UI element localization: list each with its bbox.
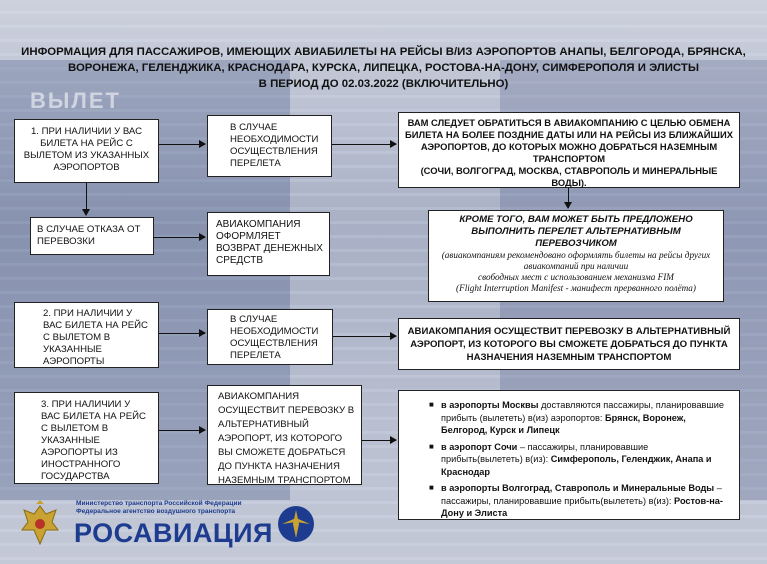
logo-name: РОСАВИАЦИЯ [74, 518, 273, 549]
arrow-altairport-destinations [362, 440, 396, 441]
arrow-need-altairport [333, 336, 396, 337]
arrow-case2-need [159, 333, 205, 334]
logo-ministry: Министерство транспорта Российской Федер… [76, 500, 242, 508]
exchange-main-text: ВАМ СЛЕДУЕТ ОБРАТИТЬСЯ В АВИАКОМПАНИЮ С … [405, 117, 733, 165]
alternative-airport-box: АВИАКОМПАНИЯ ОСУЩЕСТВИТ ПЕРЕВОЗКУ В АЛЬТ… [398, 318, 740, 370]
need-flight-box-2: В СЛУЧАЕ НЕОБХОДИМОСТИ ОСУЩЕСТВЛЕНИЯ ПЕР… [207, 309, 333, 365]
alt-note-1: (авиакомпаниям рекомендовано оформлять б… [435, 250, 717, 272]
refusal-box: В СЛУЧАЕ ОТКАЗА ОТ ПЕРЕВОЗКИ [30, 217, 154, 255]
exchange-cities-text: (СОЧИ, ВОЛГОГРАД, МОСКВА, СТАВРОПОЛЬ И М… [405, 165, 733, 189]
destination-lead: в аэропорты Волгоград, Ставрополь и Мине… [441, 483, 714, 493]
alt-note-3: (Flight Interruption Manifest - манифест… [435, 283, 717, 294]
arrow-case1-refusal [86, 183, 87, 215]
need-flight-box-1: В СЛУЧАЕ НЕОБХОДИМОСТИ ОСУЩЕСТВЛЕНИЯ ПЕР… [207, 115, 332, 177]
arrow-exchange-alt [568, 188, 569, 208]
destination-item-sochi: в аэропорт Сочи – пассажиры, планировавш… [441, 441, 731, 479]
alternative-carrier-box: КРОМЕ ТОГО, ВАМ МОЖЕТ БЫТЬ ПРЕДЛОЖЕНО ВЫ… [428, 210, 724, 302]
rosaviation-logo: Министерство транспорта Российской Федер… [14, 496, 334, 558]
eagle-emblem-icon [20, 500, 60, 548]
arrow-case1-need [159, 144, 205, 145]
page-title: ИНФОРМАЦИЯ ДЛЯ ПАССАЖИРОВ, ИМЕЮЩИХ АВИАБ… [10, 44, 757, 92]
case-1-box: 1. ПРИ НАЛИЧИИ У ВАС БИЛЕТА НА РЕЙС С ВЫ… [14, 119, 159, 183]
title-line-3: В ПЕРИОД ДО 02.03.2022 (ВКЛЮЧИТЕЛЬНО) [10, 76, 757, 92]
refund-box: АВИАКОМПАНИЯ ОФОРМЛЯЕТ ВОЗВРАТ ДЕНЕЖНЫХ … [207, 212, 330, 276]
destinations-list: в аэропорты Москвы доставляются пассажир… [429, 399, 731, 520]
case-2-box: 2. ПРИ НАЛИЧИИ У ВАС БИЛЕТА НА РЕЙС С ВЫ… [14, 302, 159, 368]
alt-offer-text: КРОМЕ ТОГО, ВАМ МОЖЕТ БЫТЬ ПРЕДЛОЖЕНО ВЫ… [435, 214, 717, 250]
alt-note-2: свободных мест с использованием механизм… [435, 272, 717, 283]
logo-agency: Федеральное агентство воздушного транспо… [76, 508, 242, 516]
arrow-case3-altairport [159, 430, 205, 431]
destinations-box: в аэропорты Москвы доставляются пассажир… [398, 390, 740, 520]
exchange-ticket-box: ВАМ СЛЕДУЕТ ОБРАТИТЬСЯ В АВИАКОМПАНИЮ С … [398, 112, 740, 188]
alternative-airport-box-3: АВИАКОМПАНИЯ ОСУЩЕСТВИТ ПЕРЕВОЗКУ В АЛЬТ… [207, 385, 362, 485]
destination-lead: в аэропорты Москвы [441, 400, 539, 410]
arrow-need-exchange [332, 144, 396, 145]
destination-item-volgograd: в аэропорты Волгоград, Ставрополь и Мине… [441, 482, 731, 520]
title-line-1: ИНФОРМАЦИЯ ДЛЯ ПАССАЖИРОВ, ИМЕЮЩИХ АВИАБ… [10, 44, 757, 60]
agency-emblem-icon [276, 500, 316, 548]
destination-item-moscow: в аэропорты Москвы доставляются пассажир… [441, 399, 731, 437]
case-3-box: 3. ПРИ НАЛИЧИИ У ВАС БИЛЕТА НА РЕЙС С ВЫ… [14, 392, 159, 484]
logo-text-block: Министерство транспорта Российской Федер… [76, 500, 242, 516]
title-line-2: ВОРОНЕЖА, ГЕЛЕНДЖИКА, КРАСНОДАРА, КУРСКА… [10, 60, 757, 76]
destination-lead: в аэропорт Сочи [441, 442, 517, 452]
arrow-refusal-refund [154, 237, 205, 238]
